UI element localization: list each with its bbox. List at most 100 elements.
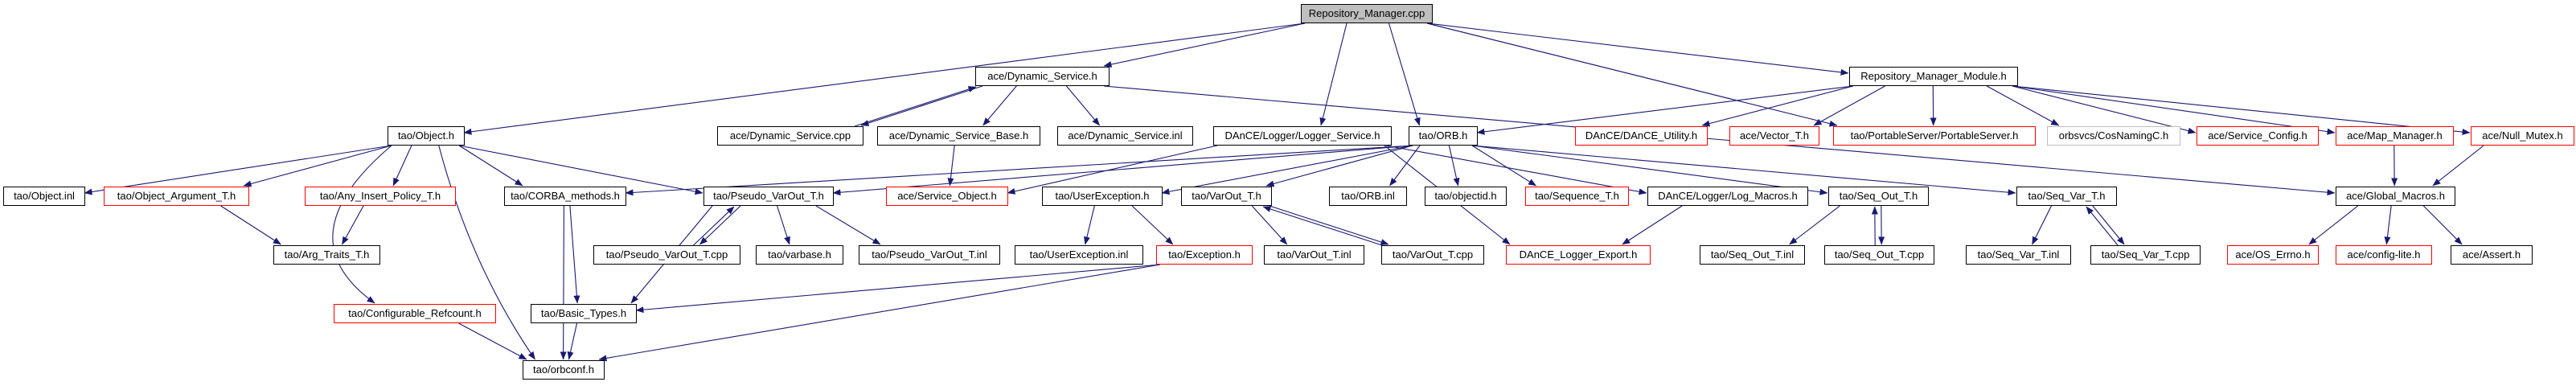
graph-node-tao-corba-methods-h[interactable]: tao/CORBA_methods.h <box>504 187 626 206</box>
graph-node-tao-seq-var-t-h[interactable]: tao/Seq_Var_T.h <box>2016 187 2117 206</box>
graph-node-tao-orb-h[interactable]: tao/ORB.h <box>1409 126 1478 146</box>
include-edge <box>1813 85 1885 126</box>
include-edge <box>598 264 1161 362</box>
graph-node-tao-basic-types-h[interactable]: tao/Basic_Types.h <box>531 304 637 323</box>
include-edge <box>860 85 983 126</box>
include-edge <box>458 145 703 195</box>
include-edge <box>1701 85 1854 127</box>
include-edge <box>2012 85 2336 135</box>
graph-node-repository-manager-cpp[interactable]: Repository_Manager.cpp <box>1301 4 1433 23</box>
graph-node-tao-sequence-t-h[interactable]: tao/Sequence_T.h <box>1525 187 1629 206</box>
include-edge <box>854 86 977 127</box>
include-edge <box>1426 23 1838 127</box>
include-edge <box>2422 205 2463 245</box>
graph-node-repository-manager-module-h[interactable]: Repository_Manager_Module.h <box>1849 67 2018 86</box>
graph-node-tao-varout-t-inl[interactable]: tao/VarOut_T.inl <box>1264 245 1364 265</box>
include-edge <box>2086 206 2119 246</box>
graph-node-tao-pseudo-varout-t-cpp[interactable]: tao/Pseudo_VarOut_T.cpp <box>593 245 740 265</box>
include-edge <box>832 145 1413 196</box>
include-edge <box>625 145 1413 196</box>
graph-node-tao-object-inl[interactable]: tao/Object.inl <box>3 187 85 206</box>
graph-node-ace-null-mutex-h[interactable]: ace/Null_Mutex.h <box>2471 126 2574 146</box>
graph-node-dance-logger-log-macros-h[interactable]: DAnCE/Logger/Log_Macros.h <box>1647 187 1808 206</box>
graph-node-tao-seq-var-t-cpp[interactable]: tao/Seq_Var_T.cpp <box>2090 245 2201 265</box>
graph-node-tao-varout-t-cpp[interactable]: tao/VarOut_T.cpp <box>1381 245 1484 265</box>
graph-node-tao-orbconf-h[interactable]: tao/orbconf.h <box>523 360 605 380</box>
graph-node-ace-vector-t-h[interactable]: ace/Vector_T.h <box>1729 126 1819 146</box>
graph-node-ace-assert-h[interactable]: ace/Assert.h <box>2451 245 2533 265</box>
include-edge <box>1448 145 1460 187</box>
graph-node-tao-varbase-h[interactable]: tao/varbase.h <box>756 245 843 265</box>
include-edge <box>1388 23 1421 126</box>
graph-node-ace-map-manager-h[interactable]: ace/Map_Manager.h <box>2336 126 2454 146</box>
include-edge <box>2012 85 2471 136</box>
include-edge <box>1385 145 1647 195</box>
include-edge <box>693 206 735 246</box>
include-edge <box>2308 205 2359 245</box>
include-edge <box>2032 205 2052 245</box>
include-edge <box>341 205 364 245</box>
include-edge <box>1251 205 1288 245</box>
include-edge <box>1265 145 1413 187</box>
include-edge <box>1986 85 2060 126</box>
graph-node-tao-seq-out-t-h[interactable]: tao/Seq_Out_T.h <box>1828 187 1929 206</box>
graph-node-tao-seq-out-t-inl[interactable]: tao/Seq_Out_T.inl <box>1700 245 1805 265</box>
graph-node-tao-portableserver-portableserver-h[interactable]: tao/PortableServer/PortableServer.h <box>1833 126 2036 146</box>
include-edge <box>2432 145 2484 187</box>
include-edge <box>1161 145 1413 195</box>
include-edge <box>332 145 392 304</box>
graph-node-ace-dynamic-service-cpp[interactable]: ace/Dynamic_Service.cpp <box>717 126 863 146</box>
include-edge <box>2012 85 2197 134</box>
graph-node-tao-seq-out-t-cpp[interactable]: tao/Seq_Out_T.cpp <box>1824 245 1934 265</box>
graph-node-ace-os-errno-h[interactable]: ace/OS_Errno.h <box>2227 245 2319 265</box>
include-edge <box>1262 206 1383 246</box>
include-edge <box>569 205 580 304</box>
graph-node-dance-logger-logger-service-h[interactable]: DAnCE/Logger/Logger_Service.h <box>1213 126 1392 146</box>
include-edge <box>458 145 523 187</box>
graph-node-tao-object-argument-t-h[interactable]: tao/Object_Argument_T.h <box>104 187 249 206</box>
include-edge <box>567 322 578 360</box>
graph-node-tao-arg-traits-t-h[interactable]: tao/Arg_Traits_T.h <box>273 245 380 265</box>
graph-node-tao-pseudo-varout-t-h[interactable]: tao/Pseudo_VarOut_T.h <box>703 187 834 206</box>
include-edge <box>1426 23 1849 76</box>
graph-node-dance-dance-utility-h[interactable]: DAnCE/DAnCE_Utility.h <box>1575 126 1708 146</box>
include-edge <box>1065 85 1101 126</box>
include-edge <box>392 145 412 187</box>
graph-node-ace-global-macros-h[interactable]: ace/Global_Macros.h <box>2336 187 2455 206</box>
include-edge <box>1471 145 2016 196</box>
include-edge <box>982 85 1017 126</box>
include-edge <box>84 145 392 195</box>
graph-node-tao-objectid-h[interactable]: tao/objectid.h <box>1425 187 1507 206</box>
graph-node-ace-service-object-h[interactable]: ace/Service_Object.h <box>886 187 1008 206</box>
include-edge <box>947 145 955 187</box>
include-edge <box>1389 145 1421 187</box>
graph-node-tao-any-insert-policy-t-h[interactable]: tao/Any_Insert_Policy_T.h <box>305 187 456 206</box>
graph-node-tao-userexception-inl[interactable]: tao/UserException.inl <box>1015 245 1143 265</box>
graph-node-tao-pseudo-varout-t-inl[interactable]: tao/Pseudo_VarOut_T.inl <box>859 245 1000 265</box>
graph-node-tao-seq-var-t-inl[interactable]: tao/Seq_Var_T.inl <box>1966 245 2071 265</box>
graph-node-tao-varout-t-h[interactable]: tao/VarOut_T.h <box>1181 187 1272 206</box>
include-edge <box>2384 205 2392 245</box>
include-edge <box>1131 205 1174 245</box>
graph-node-dance-logger-export-h[interactable]: DAnCE_Logger_Export.h <box>1506 245 1651 265</box>
include-edge <box>1622 205 1683 245</box>
include-edge <box>438 145 535 360</box>
include-edge <box>1319 23 1347 126</box>
graph-node-tao-object-h[interactable]: tao/Object.h <box>388 126 465 146</box>
include-edge <box>1269 205 1389 245</box>
graph-node-tao-configurable-refcount-h[interactable]: tao/Configurable_Refcount.h <box>334 304 496 323</box>
graph-node-tao-orb-inl[interactable]: tao/ORB.inl <box>1329 187 1407 206</box>
graph-node-tao-userexception-h[interactable]: tao/UserException.h <box>1042 187 1163 206</box>
include-edge <box>458 322 527 360</box>
graph-node-ace-config-lite-h[interactable]: ace/config-lite.h <box>2336 245 2432 265</box>
graph-node-ace-dynamic-service-inl[interactable]: ace/Dynamic_Service.inl <box>1057 126 1193 146</box>
graph-node-orbsvcs-cosnamingc-h[interactable]: orbsvcs/CosNamingC.h <box>2047 126 2180 146</box>
graph-node-ace-dynamic-service-h[interactable]: ace/Dynamic_Service.h <box>975 67 1110 86</box>
include-edge <box>1103 85 2336 196</box>
include-edge <box>220 205 281 245</box>
graph-node-ace-service-config-h[interactable]: ace/Service_Config.h <box>2197 126 2319 146</box>
graph-node-ace-dynamic-service-base-h[interactable]: ace/Dynamic_Service_Base.h <box>877 126 1040 146</box>
graph-node-tao-exception-h[interactable]: tao/Exception.h <box>1156 245 1253 265</box>
